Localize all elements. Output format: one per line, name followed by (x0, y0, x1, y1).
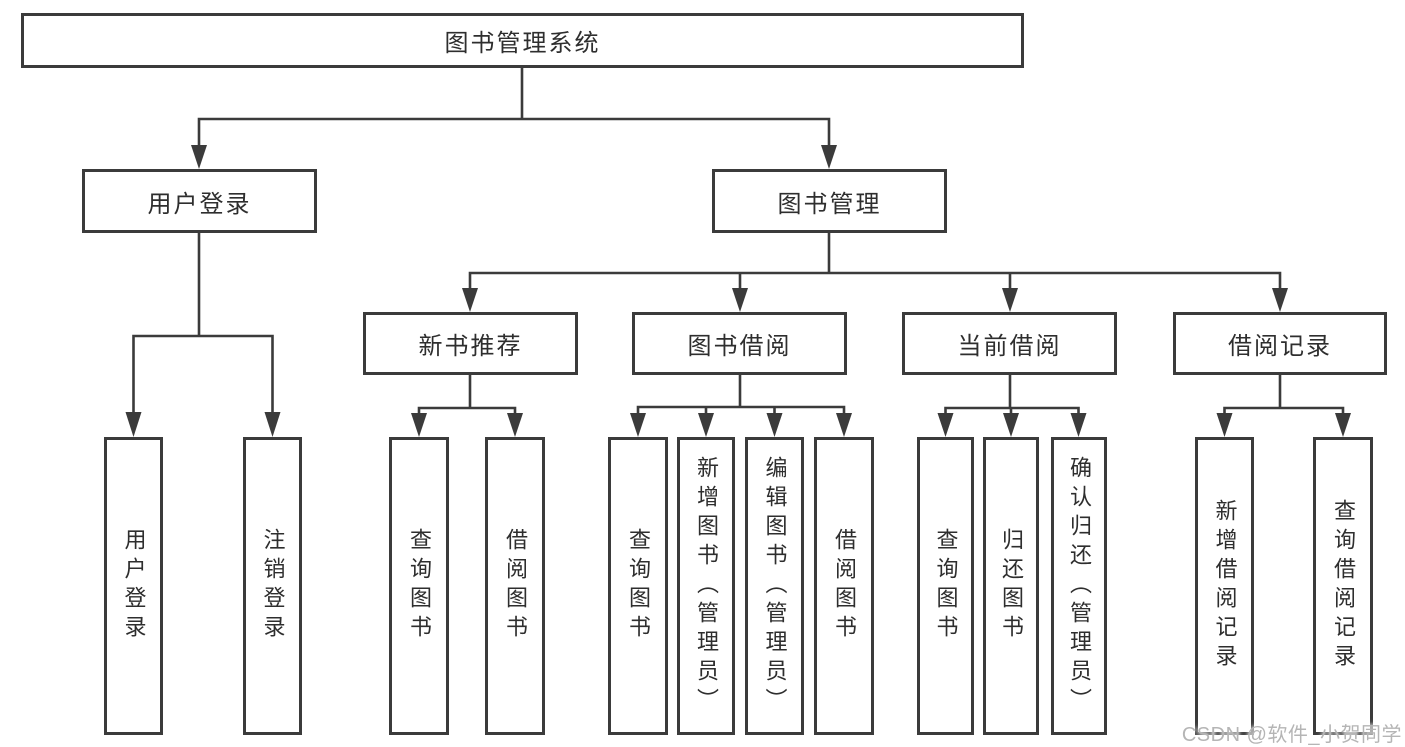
node-book-borrow: 图书借阅 (632, 312, 847, 375)
leaf-newbooks-borrow: 借阅图书 (485, 437, 545, 735)
leaf-borrow-borrow: 借阅图书 (814, 437, 874, 735)
arrow-icon (937, 413, 954, 437)
leaf-borrow-query-label: 查询图书 (626, 528, 651, 644)
node-book-mgmt-label: 图书管理 (777, 190, 882, 218)
arrow-icon (766, 413, 783, 437)
leaf-current-confirm-admin-label: 确认归还（管理员） (1067, 455, 1092, 717)
node-book-borrow-label: 图书借阅 (687, 333, 792, 360)
arrow-icon (1002, 288, 1018, 312)
leaf-logout-login-label: 注销登录 (260, 528, 286, 644)
node-new-books-label: 新书推荐 (418, 333, 523, 360)
node-root-label: 图书管理系统 (444, 30, 601, 57)
arrow-icon (1003, 413, 1019, 437)
arrow-icon (821, 145, 837, 169)
leaf-borrow-edit-admin-label: 编辑图书（管理员） (762, 455, 788, 717)
leaf-newbooks-borrow-label: 借阅图书 (503, 528, 528, 644)
leaf-records-query: 查询借阅记录 (1313, 437, 1373, 735)
node-new-books: 新书推荐 (363, 312, 578, 375)
arrow-icon (125, 412, 142, 437)
arrow-icon (732, 288, 748, 312)
arrow-icon (507, 413, 523, 437)
arrowheads (125, 145, 1351, 437)
watermark: CSDN @软件_小贺同学 (1181, 724, 1402, 746)
arrow-icon (836, 413, 852, 437)
leaf-current-query-label: 查询图书 (933, 528, 959, 644)
leaf-current-confirm-admin: 确认归还（管理员） (1051, 437, 1107, 735)
leaf-records-add-label: 新增借阅记录 (1212, 499, 1238, 673)
leaf-user-login: 用户登录 (104, 437, 163, 735)
leaf-logout-login: 注销登录 (243, 437, 302, 735)
leaf-borrow-add-admin: 新增图书（管理员） (677, 437, 735, 735)
arrow-icon (1216, 413, 1233, 437)
arrow-icon (191, 145, 207, 169)
arrow-icon (630, 413, 646, 437)
leaf-borrow-borrow-label: 借阅图书 (832, 528, 857, 644)
node-current-borrow-label: 当前借阅 (957, 333, 1062, 360)
arrow-icon (698, 413, 714, 437)
node-user-login: 用户登录 (82, 169, 317, 233)
connector-paths (132, 66, 1345, 418)
node-root: 图书管理系统 (21, 13, 1024, 68)
leaf-current-query: 查询图书 (917, 437, 974, 735)
node-user-login-label: 用户登录 (147, 190, 252, 218)
leaf-current-return: 归还图书 (983, 437, 1039, 735)
leaf-records-query-label: 查询借阅记录 (1331, 499, 1356, 673)
leaf-user-login-label: 用户登录 (121, 528, 147, 644)
leaf-newbooks-query-label: 查询图书 (407, 528, 432, 644)
node-book-mgmt: 图书管理 (712, 169, 947, 233)
arrow-icon (1272, 288, 1288, 312)
leaf-borrow-edit-admin: 编辑图书（管理员） (745, 437, 804, 735)
leaf-current-return-label: 归还图书 (999, 528, 1024, 644)
arrow-icon (264, 412, 281, 437)
leaf-borrow-query: 查询图书 (608, 437, 668, 735)
arrow-icon (411, 413, 427, 437)
arrow-icon (462, 288, 478, 312)
node-borrow-records-label: 借阅记录 (1228, 333, 1332, 360)
node-current-borrow: 当前借阅 (902, 312, 1117, 375)
node-borrow-records: 借阅记录 (1173, 312, 1387, 375)
leaf-borrow-add-admin-label: 新增图书（管理员） (694, 455, 719, 717)
arrow-icon (1335, 413, 1351, 437)
leaf-newbooks-query: 查询图书 (389, 437, 449, 735)
arrow-icon (1070, 413, 1087, 437)
leaf-records-add: 新增借阅记录 (1195, 437, 1254, 735)
